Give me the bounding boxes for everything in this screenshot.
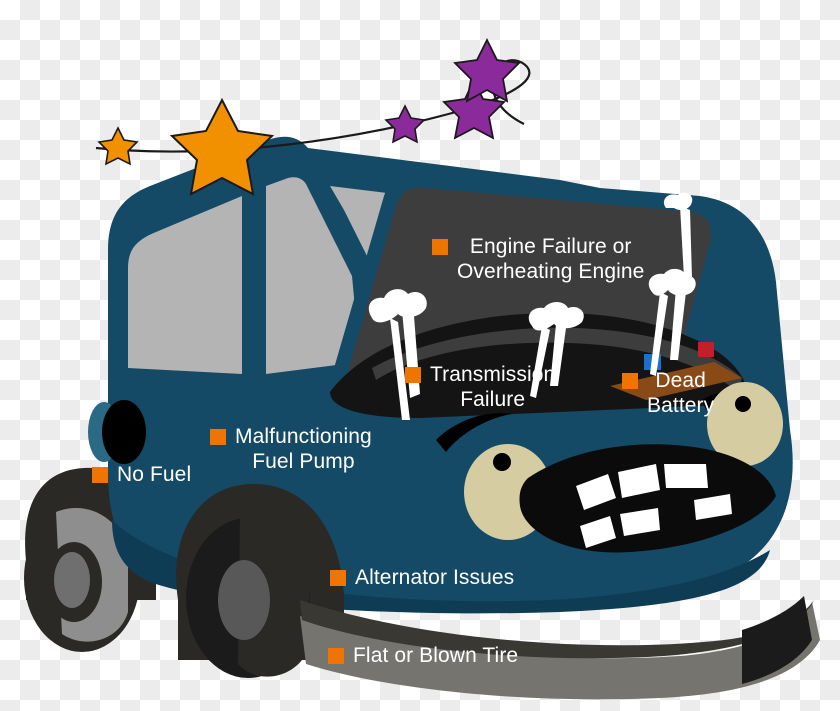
star-top-purple [453, 37, 521, 103]
label-flat-or-blown-tire[interactable]: Flat or Blown Tire [328, 643, 518, 668]
right-pupil [735, 396, 751, 412]
front-wheel-cover [238, 515, 310, 677]
label-tire-text: Flat or Blown Tire [353, 644, 519, 667]
tooth-lower-2 [620, 508, 660, 536]
bullet-fuel-pump [210, 429, 226, 445]
label-alternator-text: Alternator Issues [355, 566, 515, 589]
label-alternator-issues[interactable]: Alternator Issues [330, 565, 514, 590]
label-transmission-line1: Transmission [430, 363, 556, 386]
steam-wisp-right-trail2 [650, 292, 668, 376]
tooth-lower-1 [580, 516, 616, 548]
tooth-lower-3 [694, 494, 732, 520]
fuel-cap-group [88, 400, 146, 464]
right-eye [707, 382, 783, 466]
face-group [436, 382, 783, 553]
label-battery-line1: Dead [655, 369, 706, 392]
left-eyebrow [436, 413, 512, 452]
steam-wisp-mid-cloud [528, 302, 584, 331]
front-hubcap [218, 560, 270, 640]
steam-wisp-left-trail2 [390, 318, 410, 420]
label-transmission-line2: Failure [460, 388, 526, 411]
steam-wisp-mid-trail [550, 324, 566, 386]
tooth-upper-2 [618, 464, 660, 498]
steam-wisp-hood-cloud [663, 192, 693, 210]
engine-bay-strut [372, 327, 742, 392]
bullet-transmission-failure [405, 367, 421, 383]
bullet-tire [328, 648, 344, 664]
bullet-no-fuel [92, 467, 108, 483]
label-battery-line2: Battery [647, 394, 715, 417]
star-large-orange [169, 97, 275, 196]
bullet-dead-battery [622, 373, 638, 389]
label-engine-failure-line2: Overheating Engine [457, 260, 645, 283]
front-bumper [300, 602, 820, 700]
label-fuel-pump-line2: Fuel Pump [252, 450, 355, 473]
steam-wisp-mid-trail2 [530, 326, 550, 398]
label-engine-failure-line1: Engine Failure or [469, 235, 632, 258]
rear-hubcap [54, 552, 90, 608]
star-small-purple [384, 104, 426, 144]
battery-terminal-negative [698, 342, 714, 357]
fuel-cap-hole [102, 400, 146, 464]
steam-wisp-left-cloud [368, 289, 427, 323]
tooth-upper-1 [576, 474, 616, 510]
steam-wisp-hood-trail [680, 206, 692, 278]
steam-wisp-right-trail [670, 288, 686, 360]
bullet-engine-failure [432, 239, 448, 255]
front-side-window [266, 177, 360, 374]
bumper-wheel-cutout [742, 596, 812, 684]
bullet-alternator [330, 570, 346, 586]
label-no-fuel-text: No Fuel [117, 463, 192, 486]
left-pupil [493, 453, 511, 471]
star-small-orange-left [97, 126, 139, 166]
dizzy-swirl-group [95, 37, 531, 196]
bumper-group [300, 596, 820, 700]
battery [610, 362, 742, 400]
star-medium-purple [442, 77, 506, 140]
bumper-top-shade [300, 600, 814, 659]
steam-group [368, 192, 696, 420]
label-fuel-pump-line1: Malfunctioning [235, 425, 372, 448]
tooth-upper-3 [664, 464, 708, 488]
label-no-fuel[interactable]: No Fuel [92, 462, 191, 487]
rear-side-window [128, 196, 242, 374]
